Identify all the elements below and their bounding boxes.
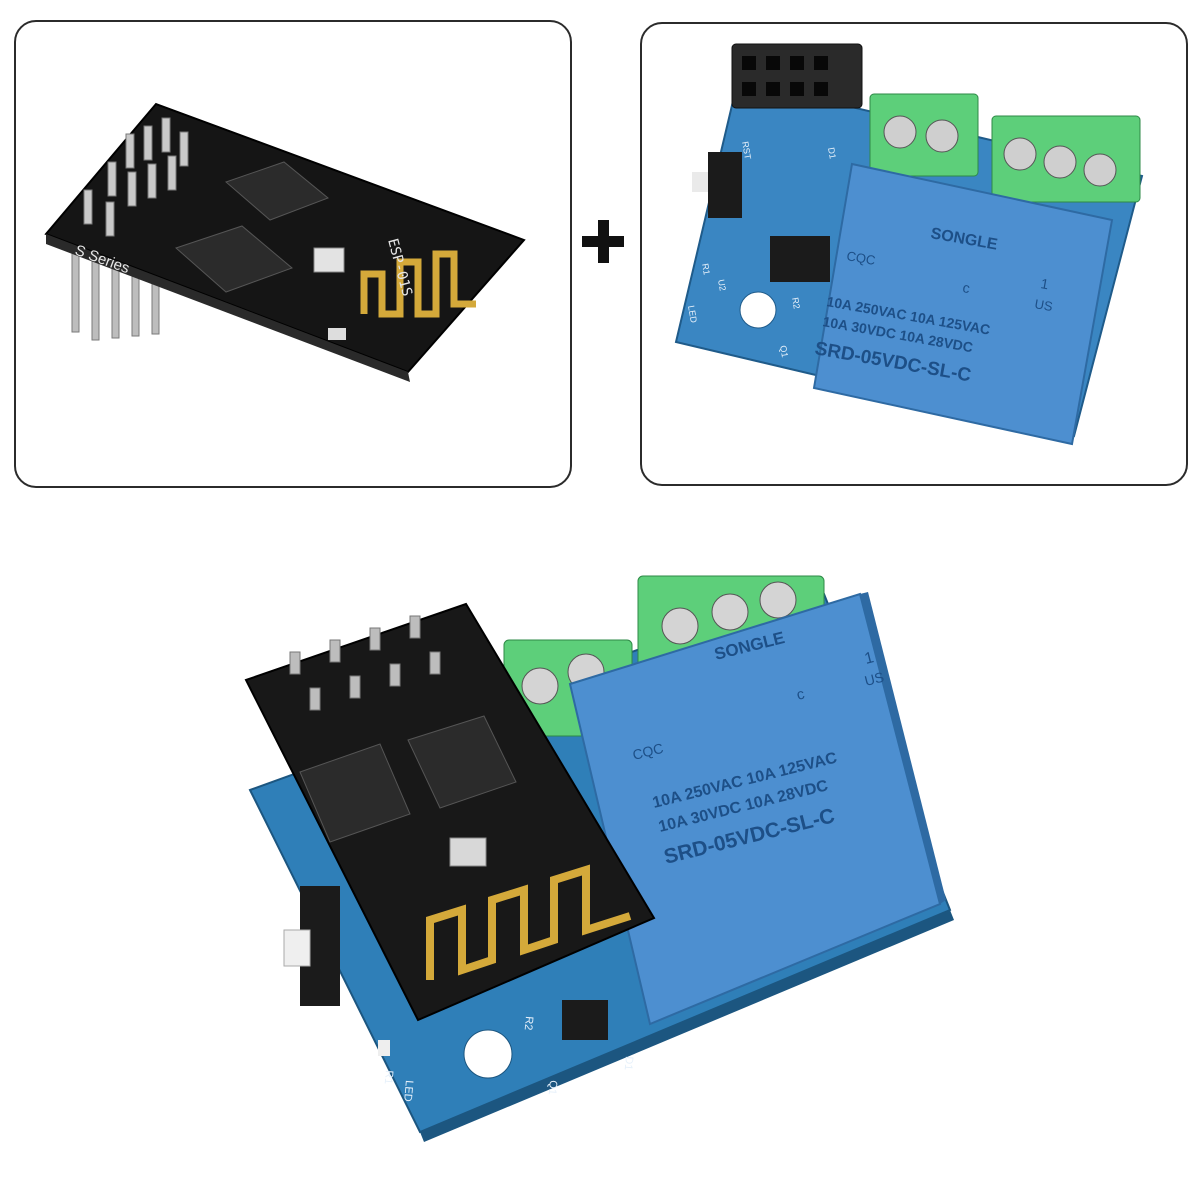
mount-hole	[739, 291, 777, 329]
female-header	[731, 43, 863, 109]
combined-mount-hole	[463, 1029, 513, 1079]
led	[328, 328, 346, 340]
plus-symbol	[578, 212, 628, 272]
combined-silk-r1: R1	[382, 1070, 395, 1085]
relay-panel: SONGLE CQC c 1 US 10A 250VAC 10A 125VAC …	[640, 22, 1188, 486]
combined-silk-d1: D1	[622, 1056, 635, 1071]
silk-r1: R1	[700, 263, 712, 276]
crystal	[313, 247, 345, 273]
combined-photo: SONGLE CQC c 1 US 10A 250VAC 10A 125VAC …	[244, 575, 954, 1142]
combined-transistor	[562, 1000, 608, 1040]
esp01s-panel: S Series ESP-01S	[14, 20, 572, 488]
combined-silk-led: LED	[401, 1080, 415, 1102]
relay-cert-cqc: CQC	[845, 248, 876, 268]
silk-r2: R2	[790, 297, 802, 310]
combined-esp-pins	[289, 615, 441, 711]
combined-cert-cqc: CQC	[631, 740, 665, 763]
silk-u2: U2	[716, 279, 728, 292]
combined-silk-r2: R2	[522, 1016, 535, 1031]
combined-led	[378, 1040, 390, 1056]
combined-crystal	[449, 837, 487, 867]
esp-chip	[225, 161, 329, 221]
pcb-antenna	[360, 250, 476, 318]
relay-photo: SONGLE CQC c 1 US 10A 250VAC 10A 125VAC …	[674, 43, 1144, 446]
relay-body	[812, 162, 1114, 446]
terminal-block-2pin	[869, 93, 979, 177]
silk-rst: RST	[740, 141, 753, 161]
combined-esp-chip	[407, 715, 517, 809]
combined-silk-q1: Q1	[546, 1080, 559, 1096]
relay-cert-one: 1	[1039, 275, 1050, 292]
esp01s-photo: S Series ESP-01S	[44, 102, 526, 382]
top-pins	[83, 117, 189, 237]
combined-assembly: SONGLE CQC c 1 US 10A 250VAC 10A 125VAC …	[230, 540, 990, 1160]
reset-button	[708, 152, 742, 218]
combined-cert-us: US	[863, 669, 886, 689]
flash-chip	[175, 225, 293, 293]
combined-antenna	[426, 864, 632, 980]
combined-cert-one: 1	[863, 649, 876, 668]
combined-cert-c: c	[795, 685, 807, 703]
silk-d1: D1	[826, 147, 838, 160]
silk-led: LED	[686, 305, 699, 324]
transistor	[770, 236, 830, 282]
combined-flash-chip	[299, 743, 411, 843]
relay-cert-us: US	[1033, 296, 1054, 314]
silk-q1: Q1	[778, 345, 790, 359]
relay-cert-c: c	[961, 279, 971, 296]
